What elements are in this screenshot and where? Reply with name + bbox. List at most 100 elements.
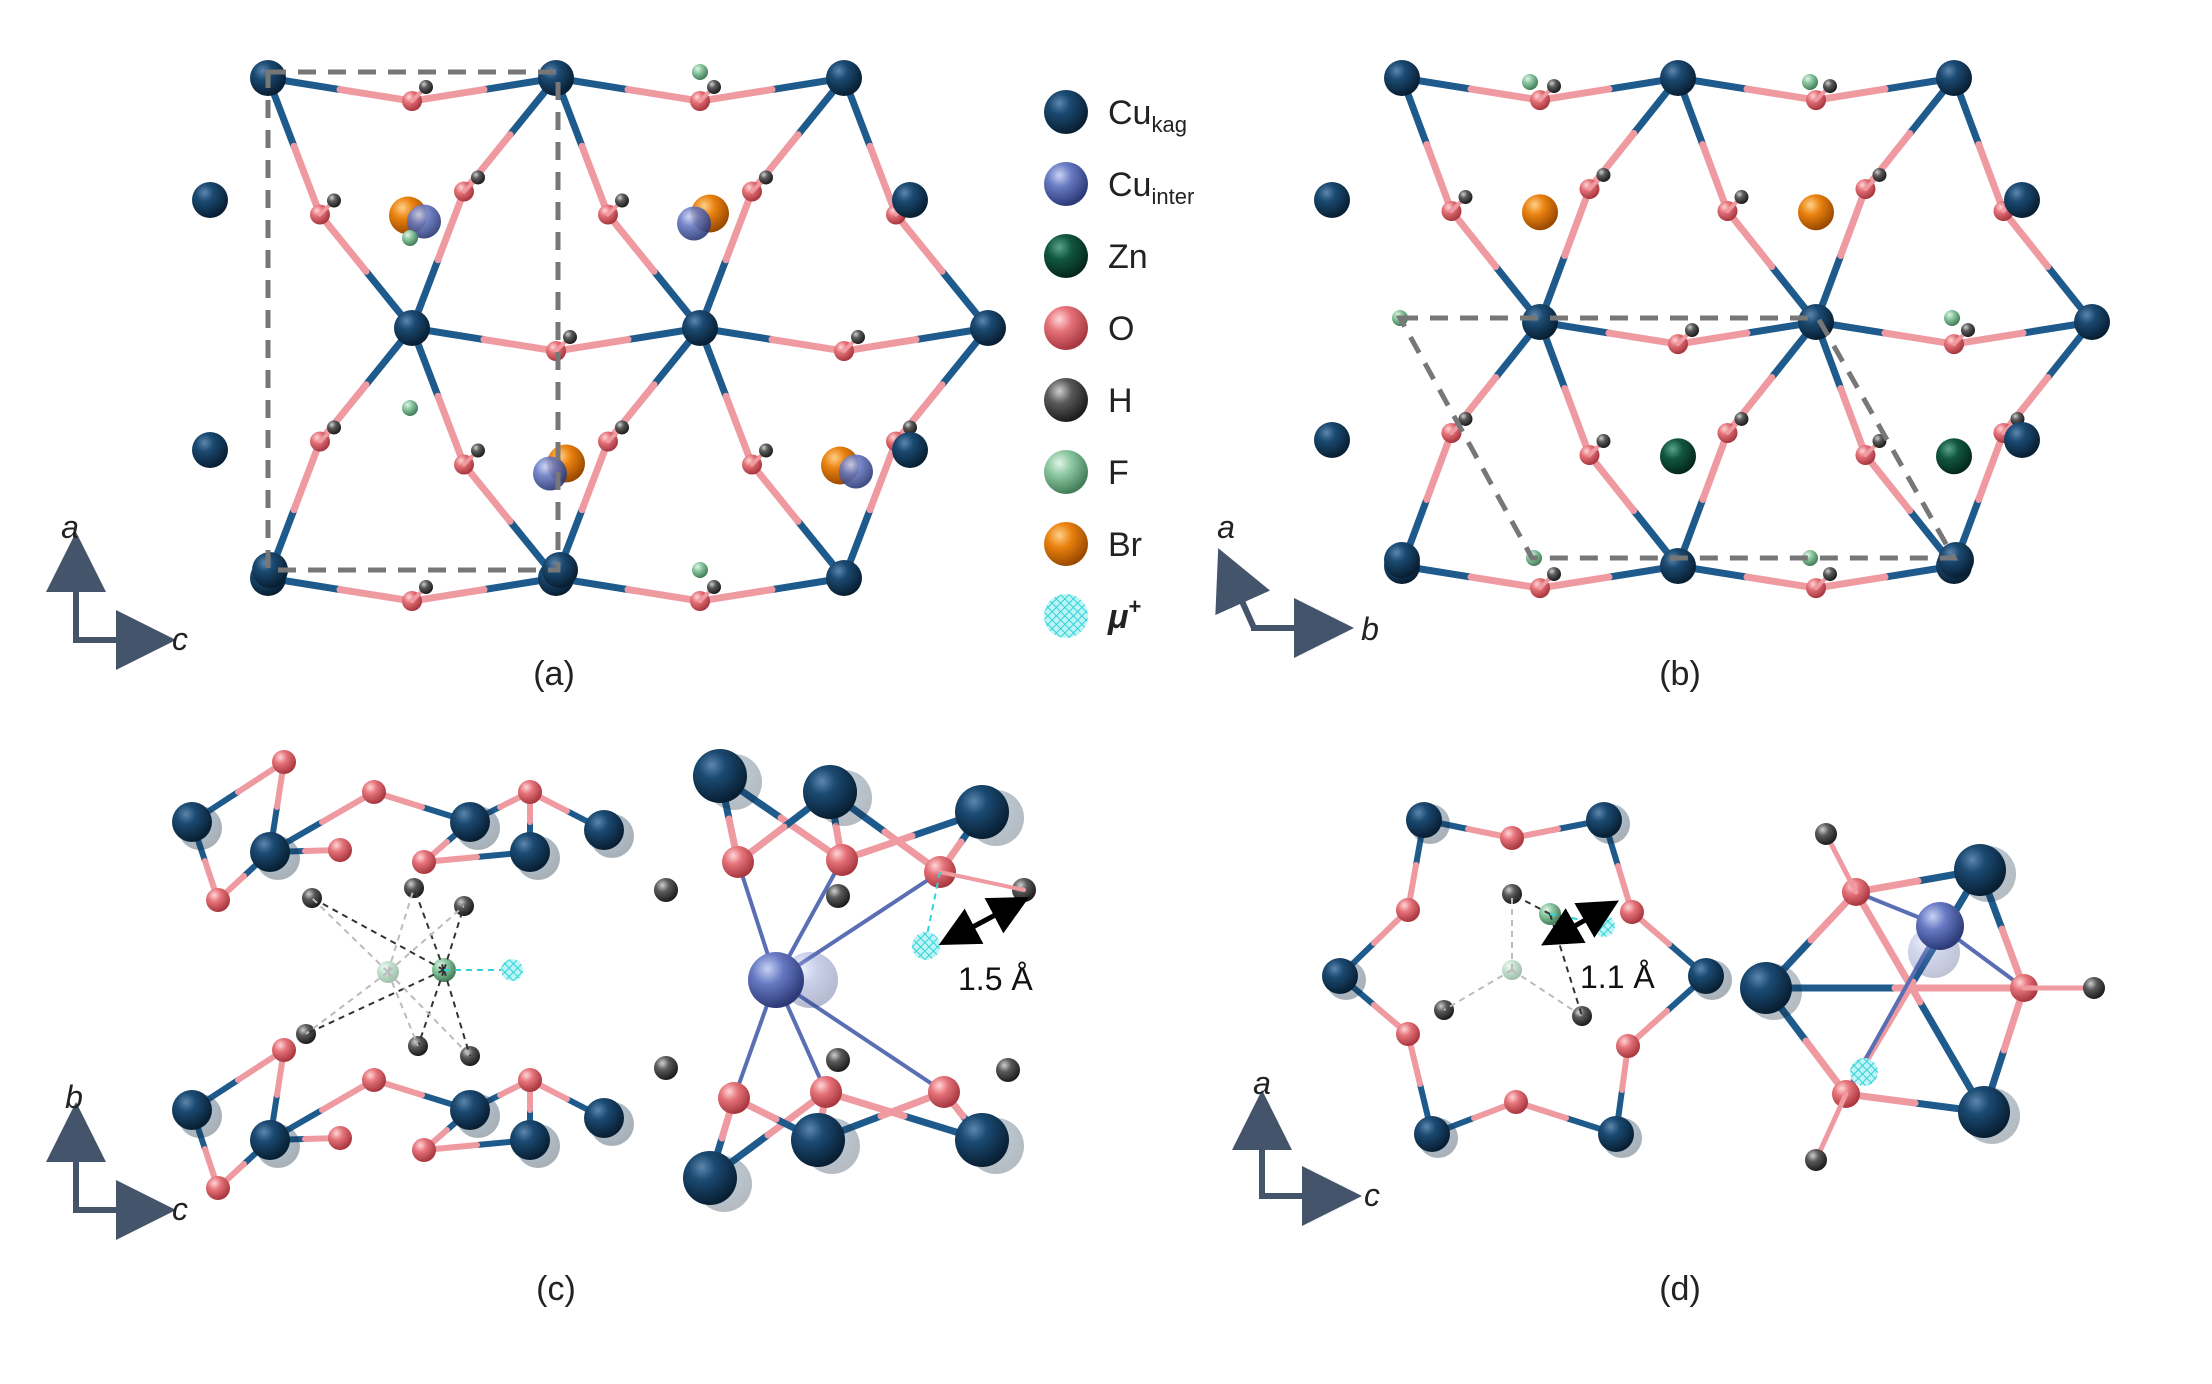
legend-label: Br — [1108, 526, 1142, 564]
cu-kagome-atom — [1936, 60, 1972, 96]
hydrogen-atom — [1805, 1149, 1827, 1171]
fluorine-atom — [1802, 550, 1818, 566]
hydrogen-atom — [615, 420, 629, 435]
legend-label: μ+ — [1107, 594, 1141, 636]
oxygen-atom — [362, 780, 386, 804]
axis-indicator-a: a c — [46, 509, 188, 670]
cu-kagome-atom — [683, 1151, 737, 1205]
hydrogen-bond — [443, 969, 471, 1057]
cu-kagome-atom — [1044, 90, 1088, 134]
panel-label-b: (b) — [1659, 655, 1701, 693]
cu-o-bond — [1699, 429, 1731, 503]
cu-kagome-atom — [1314, 182, 1350, 218]
cu-o-bond — [1743, 573, 1820, 592]
legend-label: F — [1108, 454, 1129, 492]
fluorine-atom — [1522, 74, 1538, 90]
cu-kagome-atom — [1660, 60, 1696, 96]
legend-item: Cuinter — [1044, 162, 1194, 209]
cu-o-bond — [722, 187, 756, 264]
cu-o-bond — [1585, 451, 1638, 515]
hydrogen-bond — [387, 905, 465, 973]
cu-o-bond — [1975, 141, 2007, 215]
oxygen-atom — [722, 846, 754, 878]
oxygen-atom — [826, 844, 858, 876]
cu-kagome-atom — [1522, 304, 1558, 340]
cu-o-bond — [290, 437, 324, 514]
hydrogen-atom — [654, 878, 678, 902]
cu-interlayer-atom — [839, 454, 873, 489]
cu-o-bond — [552, 336, 632, 355]
hydrogen-bond — [311, 897, 389, 973]
axis-indicator-b: a b — [1215, 509, 1379, 658]
hydrogen-atom — [996, 1058, 1020, 1082]
hydrogen-atom — [327, 193, 341, 208]
legend-item: F — [1044, 450, 1129, 494]
cu-kagome-atom — [172, 802, 212, 842]
cu-kagome-atom — [693, 749, 747, 803]
o-h-bond — [1813, 1091, 1849, 1163]
oxygen-atom — [518, 1068, 542, 1092]
cu-o-bond — [1561, 185, 1593, 259]
cu-kagome-atom — [955, 785, 1009, 839]
cu-kagome-atom — [510, 832, 550, 872]
hydrogen-atom — [1547, 567, 1561, 582]
oxygen-atom — [1396, 898, 1420, 922]
cu-kagome-atom — [803, 765, 857, 819]
hydrogen-bond — [1511, 893, 1551, 915]
panel-c-structure — [172, 749, 1036, 1212]
hydrogen-bond — [1443, 969, 1513, 1011]
cu-kagome-atom — [584, 810, 624, 850]
cu-kagome-atom — [1954, 844, 2006, 896]
cu-kagome-atom — [1406, 802, 1442, 838]
cu-kagome-atom — [538, 60, 574, 96]
cu-interlayer-atom — [1044, 162, 1088, 206]
hydrogen-atom — [851, 330, 865, 345]
cu-kagome-atom — [1958, 1086, 2010, 1138]
cu-kagome-atom — [1740, 962, 1792, 1014]
cu-kagome-atom — [1688, 958, 1724, 994]
cu-o-bond — [1536, 85, 1613, 104]
cu-o-bond — [696, 586, 776, 605]
cu-o-bond — [316, 211, 370, 275]
axis-label-vertical-d: a — [1253, 1065, 1271, 1101]
hydrogen-atom — [1823, 79, 1837, 94]
axis-label-horizontal-c: c — [172, 1191, 188, 1227]
cu-o-bond — [1837, 185, 1869, 259]
hydrogen-bond — [417, 969, 445, 1047]
hydrogen-bond — [387, 887, 415, 973]
cu-kagome-atom — [1414, 1116, 1450, 1152]
hydrogen-atom — [759, 443, 773, 458]
hydrogen-atom — [903, 420, 917, 435]
distance-label-c: 1.5 Å — [958, 961, 1033, 997]
axis-indicator-c: b c — [46, 1079, 188, 1240]
legend-label: O — [1108, 310, 1134, 348]
legend-symbol: F — [1108, 454, 1129, 492]
muon-site — [912, 932, 940, 960]
fluorine-atom — [1802, 74, 1818, 90]
oxygen-atom — [206, 888, 230, 912]
muon-site — [1593, 915, 1615, 937]
legend-subscript: kag — [1151, 112, 1186, 137]
cu-kagome-atom — [970, 310, 1006, 346]
hydrogen-atom — [654, 1056, 678, 1080]
oxygen-atom — [328, 838, 352, 862]
hydrogen-atom — [1502, 884, 1522, 904]
axis-label-vertical-b: a — [1217, 509, 1235, 545]
cu-kagome-atom — [682, 310, 718, 346]
hydrogen-bond — [925, 871, 941, 941]
oxygen-atom — [412, 1138, 436, 1162]
legend-symbol: μ — [1107, 598, 1129, 636]
bromine-atom — [1044, 522, 1088, 566]
hydrogen-atom — [404, 878, 424, 898]
cu-o-bond — [1975, 429, 2007, 503]
hydrogen-atom — [327, 420, 341, 435]
hydrogen-atom — [1547, 79, 1561, 94]
cu-interlayer-atom — [533, 456, 567, 491]
axis-label-horizontal-a: c — [172, 621, 188, 657]
hydrogen-atom — [1823, 567, 1837, 582]
distance-annotation-c: 1.5 Å — [938, 896, 1033, 997]
hydrogen-bond — [311, 897, 445, 971]
cu-interlayer-atom — [748, 952, 804, 1008]
cu-o-bond — [578, 142, 612, 219]
oxygen-atom — [1044, 306, 1088, 350]
